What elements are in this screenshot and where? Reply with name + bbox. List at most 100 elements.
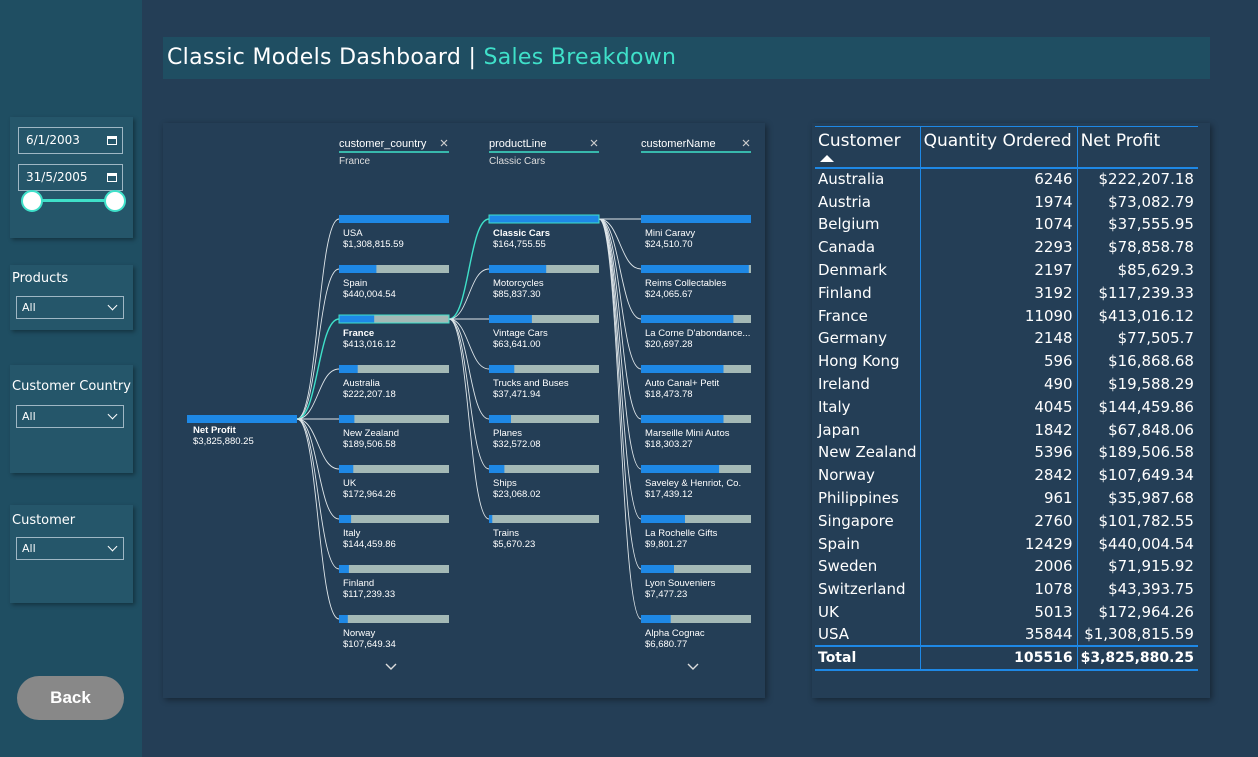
- chevron-down-icon[interactable]: [687, 663, 699, 670]
- customer-node-bar-fill[interactable]: [641, 415, 724, 423]
- column-header-customer[interactable]: Customer: [815, 126, 921, 169]
- customer-node-bar-track[interactable]: [641, 515, 751, 523]
- customer-node-bar-fill[interactable]: [641, 215, 751, 223]
- product-line-node-bar-fill[interactable]: [489, 265, 547, 273]
- country-node-bar-fill[interactable]: [339, 465, 354, 473]
- product-line-node-bar-fill[interactable]: [489, 215, 599, 223]
- product-line-node-bar-fill[interactable]: [489, 515, 493, 523]
- country-node-bar-track[interactable]: [339, 515, 449, 523]
- country-node-bar-track[interactable]: [339, 615, 449, 623]
- close-icon[interactable]: [742, 139, 750, 147]
- customer-node-bar-fill[interactable]: [641, 315, 734, 323]
- sort-ascending-icon[interactable]: [820, 155, 834, 162]
- country-node-bar-track[interactable]: [339, 315, 449, 323]
- customer-node-value: $24,510.70: [645, 239, 693, 250]
- product-line-node-bar-track[interactable]: [489, 465, 599, 473]
- product-line-node-bar-fill[interactable]: [489, 365, 515, 373]
- country-node-bar-fill[interactable]: [339, 615, 348, 623]
- close-icon[interactable]: [440, 139, 448, 147]
- tree-link: [598, 218, 642, 520]
- country-node-bar-fill[interactable]: [339, 265, 377, 273]
- back-button[interactable]: Back: [17, 676, 124, 720]
- country-node-bar-track[interactable]: [339, 465, 449, 473]
- country-node-bar-track[interactable]: [339, 265, 449, 273]
- cell-net-profit: $71,915.92: [1108, 557, 1194, 576]
- cell-quantity: 2006: [920, 555, 1078, 578]
- column-header-net-profit[interactable]: Net Profit: [1077, 126, 1198, 169]
- cell-quantity: 2197: [920, 258, 1078, 282]
- close-icon[interactable]: [590, 139, 598, 147]
- calendar-icon[interactable]: [107, 136, 117, 145]
- date-range-slider[interactable]: [32, 199, 116, 202]
- customer-table: Customer Quantity Ordered Net Profit Aus…: [812, 123, 1210, 698]
- root-bar[interactable]: [187, 415, 297, 423]
- customer-node-bar-track[interactable]: [641, 565, 751, 573]
- product-line-node-bar-fill[interactable]: [489, 315, 532, 323]
- end-date-input[interactable]: 31/5/2005: [18, 164, 123, 191]
- cell-net-profit: $78,858.78: [1108, 238, 1194, 257]
- total-label: Total: [815, 645, 921, 672]
- country-node-bar-track[interactable]: [339, 565, 449, 573]
- customer-node-bar-track[interactable]: [641, 615, 751, 623]
- country-node-bar-fill[interactable]: [339, 365, 358, 373]
- total-quantity: 105516: [920, 645, 1078, 672]
- country-dropdown[interactable]: All: [16, 405, 124, 428]
- country-node-bar-track[interactable]: [339, 365, 449, 373]
- customer-node-bar-fill[interactable]: [641, 465, 720, 473]
- country-node-bar-fill[interactable]: [339, 215, 449, 223]
- country-node-bar-fill[interactable]: [339, 415, 355, 423]
- country-node-bar-track[interactable]: [339, 415, 449, 423]
- calendar-icon[interactable]: [107, 173, 117, 182]
- chevron-down-icon[interactable]: [385, 663, 397, 670]
- products-dropdown[interactable]: All: [16, 296, 124, 319]
- customer-node-bar-fill[interactable]: [641, 565, 674, 573]
- customer-node-label: La Corne D'abondance...: [645, 328, 750, 339]
- customer-node-bar-fill[interactable]: [641, 365, 724, 373]
- product-line-node-bar-track[interactable]: [489, 515, 599, 523]
- country-node-bar-fill[interactable]: [339, 315, 375, 323]
- product-line-node-bar-track[interactable]: [489, 415, 599, 423]
- product-line-node-bar-track[interactable]: [489, 315, 599, 323]
- slider-end-handle[interactable]: [104, 190, 126, 212]
- product-line-node-bar-track[interactable]: [489, 365, 599, 373]
- product-line-node-bar-fill[interactable]: [489, 465, 505, 473]
- column-header-quantity[interactable]: Quantity Ordered: [920, 126, 1078, 169]
- product-line-node-bar-fill[interactable]: [489, 415, 511, 423]
- cell-customer: Spain: [815, 532, 921, 556]
- start-date-input[interactable]: 6/1/2003: [18, 127, 123, 154]
- cell-quantity: 5396: [920, 441, 1078, 464]
- country-node-bar-fill[interactable]: [339, 515, 352, 523]
- customer-node-bar-fill[interactable]: [641, 265, 749, 273]
- cell-net-profit: $73,082.79: [1108, 192, 1194, 211]
- customer-node-bar-fill[interactable]: [641, 615, 671, 623]
- cell-customer: Australia: [815, 167, 921, 191]
- country-node-value: $107,649.34: [343, 639, 396, 650]
- customer-dropdown[interactable]: All: [16, 537, 124, 560]
- customer-node-bar-fill[interactable]: [641, 515, 685, 523]
- country-node-bar-fill[interactable]: [339, 565, 349, 573]
- country-node-label: Australia: [343, 378, 381, 389]
- slider-start-handle[interactable]: [21, 190, 43, 212]
